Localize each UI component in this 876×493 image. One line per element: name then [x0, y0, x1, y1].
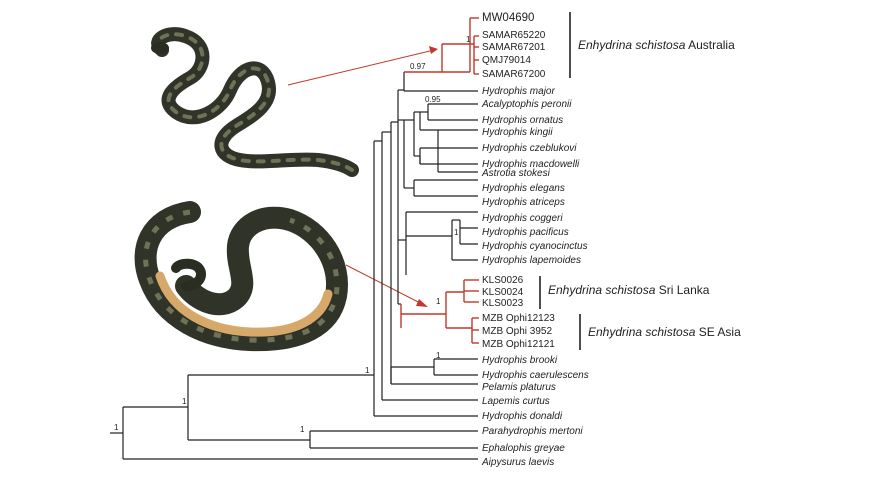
taxon-label: Hydrophis kingii — [482, 127, 553, 138]
taxon-label: KLS0023 — [482, 298, 524, 309]
support-core-clade: 1 — [365, 366, 370, 375]
taxon-label: SAMAR67201 — [482, 42, 546, 53]
taxon-label: Hydrophis caerulescens — [482, 370, 589, 381]
highlight-branches — [400, 17, 479, 344]
group-australia: Enhydrina schistosa Australia — [569, 12, 735, 78]
taxon-label: Hydrophis lapemoides — [482, 255, 581, 266]
support-root: 1 — [114, 423, 119, 432]
taxon-label: KLS0026 — [482, 275, 524, 286]
taxon-label: MW04690 — [482, 12, 534, 24]
taxon-label: Hydrophis atriceps — [482, 197, 565, 208]
taxon-label: Hydrophis elegans — [482, 183, 565, 194]
taxon-label: Hydrophis cyanocinctus — [482, 241, 588, 252]
support-coggeri-clade: 1 — [454, 228, 459, 237]
taxon-label: SAMAR65220 — [482, 30, 546, 41]
taxon-label: Ephalophis greyae — [482, 443, 565, 454]
taxon-label: Aipysurus laevis — [481, 457, 554, 468]
support-mertoni-clade: 1 — [300, 425, 305, 434]
taxon-label: Hydrophis czeblukovi — [482, 143, 577, 154]
support-schistosa-asia: 1 — [436, 297, 441, 306]
taxon-label: MZB Ophi12121 — [482, 339, 555, 350]
arrow-asia — [345, 264, 428, 307]
taxon-label: QMJ79014 — [482, 55, 531, 66]
snake-photo-asia — [134, 201, 348, 352]
arrow-australia — [287, 46, 438, 86]
taxon-label: Hydrophis brooki — [482, 355, 558, 366]
taxon-label: Hydrophis major — [482, 86, 555, 97]
support-australia-plus-major: 0.97 — [410, 62, 426, 71]
group-seasia: Enhydrina schistosa SE Asia — [579, 314, 741, 350]
taxon-label: Parahydrophis mertoni — [482, 426, 583, 437]
tree-branches — [110, 72, 478, 460]
taxon-label: Hydrophis ornatus — [482, 115, 563, 126]
taxon-label: Hydrophis macdowelli — [482, 159, 580, 170]
taxon-label: MZB Ophi 3952 — [482, 326, 552, 337]
support-root-inner: 1 — [182, 397, 187, 406]
support-brooki-clade: 1 — [436, 351, 441, 360]
taxon-labels: MW04690 SAMAR65220 SAMAR67201 QMJ79014 S… — [481, 12, 589, 468]
taxon-label: Hydrophis pacificus — [482, 227, 569, 238]
taxon-label: Acalyptophis peronii — [481, 99, 572, 110]
taxon-label: SAMAR67200 — [482, 69, 546, 80]
group-label-seasia: Enhydrina schistosa SE Asia — [588, 325, 741, 339]
support-peronii-clade: 0.95 — [425, 95, 441, 104]
taxon-label: Astrotia stokesi — [481, 168, 551, 179]
taxon-label: Hydrophis donaldi — [482, 411, 563, 422]
group-srilanka: Enhydrina schistosa Sri Lanka — [539, 276, 710, 309]
taxon-label: MZB Ophi12123 — [482, 313, 555, 324]
taxon-label: KLS0024 — [482, 287, 524, 298]
group-label-srilanka: Enhydrina schistosa Sri Lanka — [548, 283, 710, 297]
snake-photo-australia — [151, 27, 359, 177]
taxon-label: Pelamis platurus — [482, 382, 556, 393]
taxon-label: Lapemis curtus — [482, 396, 550, 407]
support-values: 1 0.97 0.95 1 1 1 1 1 1 1 — [114, 35, 471, 434]
support-australia-clade: 1 — [466, 35, 471, 44]
taxon-label: Hydrophis coggeri — [482, 213, 563, 224]
group-label-australia: Enhydrina schistosa Australia — [578, 38, 735, 52]
